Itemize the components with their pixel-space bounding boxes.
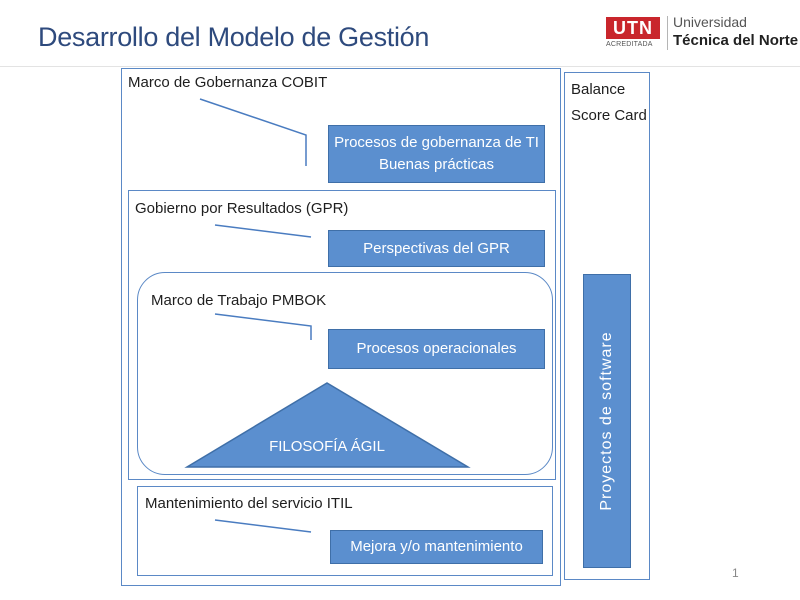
cobit-label: Marco de Gobernanza COBIT [128,74,328,91]
university-logo: UTN ACREDITADA Universidad Técnica del N… [606,14,798,54]
page-number: 1 [732,566,739,580]
itil-frame [137,486,553,576]
pmbok-frame [137,272,553,475]
pmbok-label: Marco de Trabajo PMBOK [151,292,327,309]
bsc-label-line1: Balance [571,81,626,98]
cobit-box-line2: Buenas prácticas [378,156,495,173]
itil-improvement-box: Mejora y/o mantenimiento [330,530,543,564]
cobit-box-line1: Procesos de gobernanza de TI [334,134,539,151]
cobit-frame [121,68,561,586]
software-projects-label: Proyectos de software [598,331,615,511]
logo-separator [667,16,668,50]
slide-title: Desarrollo del Modelo de Gestión [38,22,430,52]
gpr-frame [128,190,556,480]
bsc-frame [564,72,650,580]
software-projects-bar: Proyectos de software [583,274,631,568]
agile-triangle-label: FILOSOFÍA ÁGIL [269,438,385,455]
logo-line1: Universidad [673,14,747,30]
logo-line2: Técnica del Norte [673,32,799,49]
header-divider [0,66,800,67]
bsc-label-line2: Score Card [571,107,647,124]
cobit-process-box: Procesos de gobernanza de TI Buenas prác… [328,125,545,183]
logo-accreditation: ACREDITADA [606,41,653,48]
pmbok-operational-box: Procesos operacionales [328,329,545,369]
logo-mark-text: UTN [613,18,653,38]
logo-mark-icon [606,17,660,39]
gpr-label: Gobierno por Resultados (GPR) [135,200,349,217]
gpr-perspectives-box: Perspectivas del GPR [328,230,545,267]
itil-label: Mantenimiento del servicio ITIL [145,495,353,512]
